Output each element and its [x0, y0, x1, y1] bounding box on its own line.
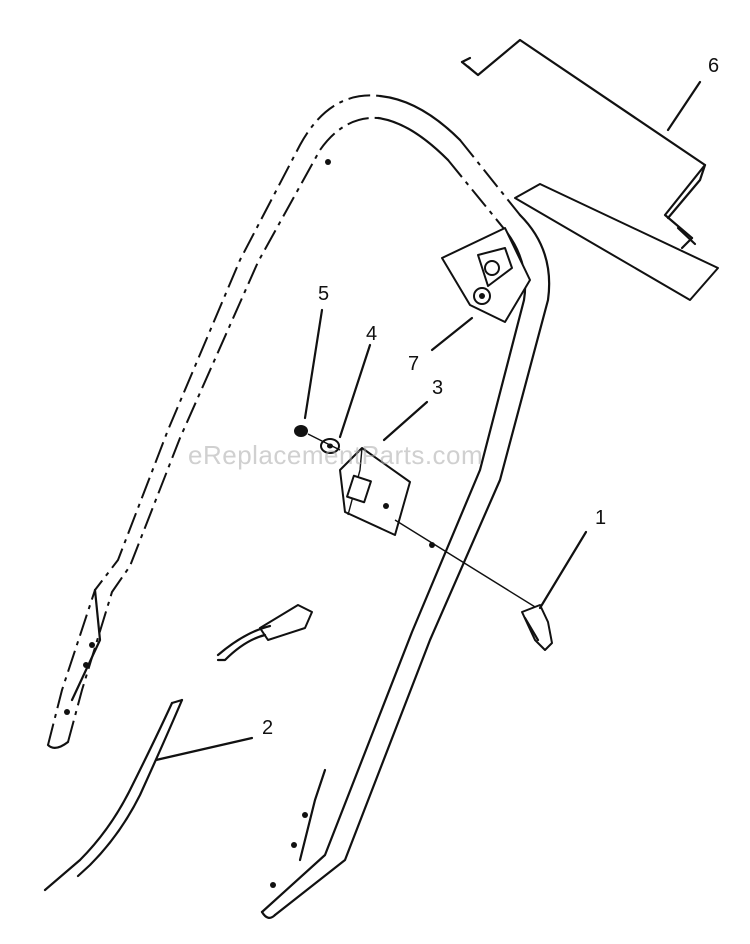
watermark-text: eReplacementParts.com	[188, 440, 484, 470]
upper-handle	[46, 94, 551, 919]
assembly-axis-line	[307, 433, 541, 611]
pivot-bracket-part-7	[441, 227, 531, 323]
carriage-bolt-part-1	[521, 604, 553, 651]
callout-3: 3	[432, 377, 443, 399]
callout-2: 2	[262, 717, 273, 739]
callout-7: 7	[408, 353, 419, 375]
callout-4: 4	[366, 323, 377, 345]
cable-part-2	[43, 604, 313, 892]
bail-rod-part-6	[460, 38, 719, 301]
leader-lines	[154, 80, 702, 762]
callout-1: 1	[595, 507, 606, 529]
cable-guide-part-3	[339, 447, 411, 536]
nut-part-5	[294, 425, 308, 437]
callout-5: 5	[318, 283, 329, 305]
callout-6: 6	[708, 55, 719, 77]
